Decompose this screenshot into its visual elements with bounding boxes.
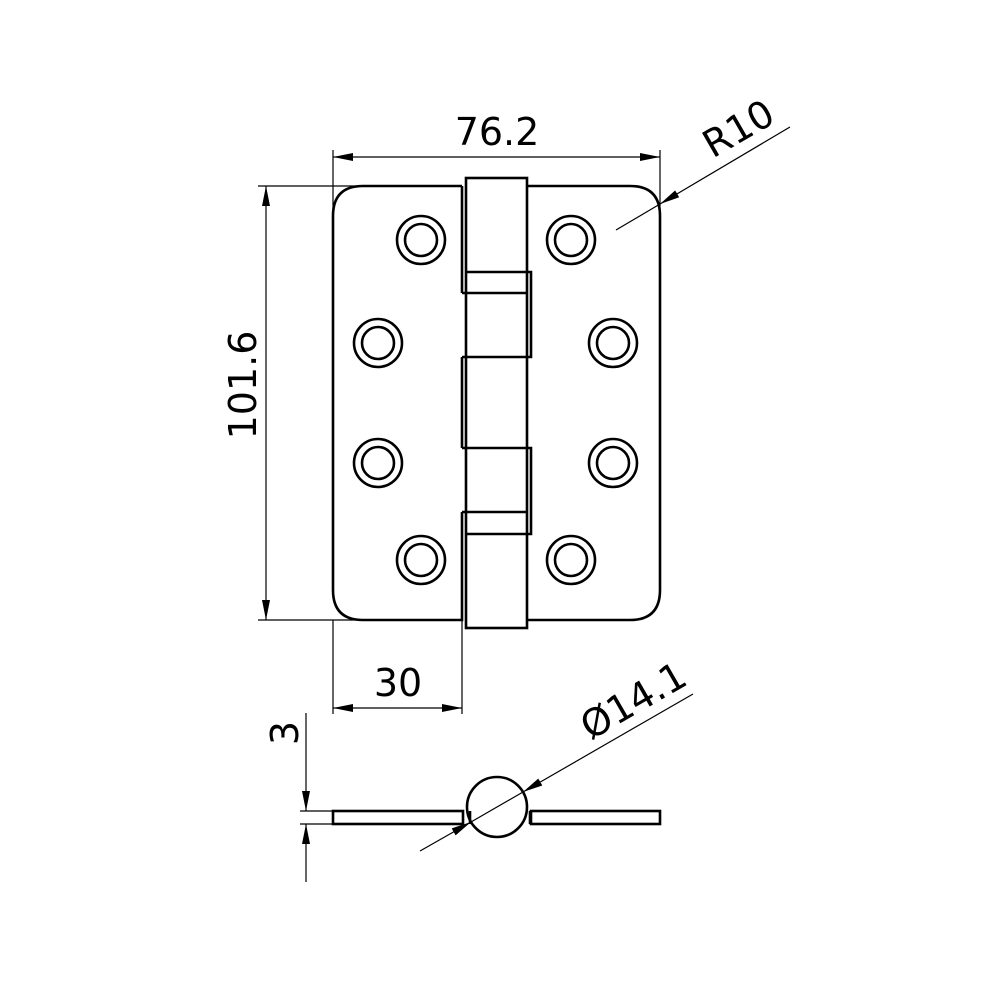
radius-dimension: R10 [615, 91, 791, 231]
diameter-label: Ø14.1 [573, 653, 694, 748]
screw-hole [545, 534, 597, 586]
height-dimension: 101.6 [221, 185, 360, 621]
radius-label: R10 [695, 91, 782, 166]
leaf-width-dimension: 30 [332, 620, 463, 714]
screw-hole [352, 317, 404, 369]
hinge-side-view [331, 775, 662, 839]
right-leaf-section [529, 809, 662, 826]
right-leaf-outline [527, 184, 662, 622]
hinge-front-view [331, 176, 662, 630]
thickness-dimension: 3 [263, 713, 333, 882]
screw-holes [352, 214, 639, 586]
width-label: 76.2 [455, 110, 540, 154]
thickness-label: 3 [263, 721, 307, 745]
width-dimension: 76.2 [332, 110, 661, 215]
screw-hole [587, 437, 639, 489]
screw-hole [545, 214, 597, 266]
screw-hole [395, 214, 447, 266]
height-label: 101.6 [221, 331, 265, 440]
knuckle-segments [462, 270, 533, 536]
screw-hole [395, 534, 447, 586]
left-leaf-section [331, 809, 465, 826]
leaf-width-label: 30 [374, 661, 422, 705]
knuckle-barrel [464, 176, 529, 630]
screw-hole [352, 437, 404, 489]
knuckle-section [465, 775, 529, 839]
diameter-dimension: Ø14.1 [419, 653, 694, 852]
screw-hole [587, 317, 639, 369]
